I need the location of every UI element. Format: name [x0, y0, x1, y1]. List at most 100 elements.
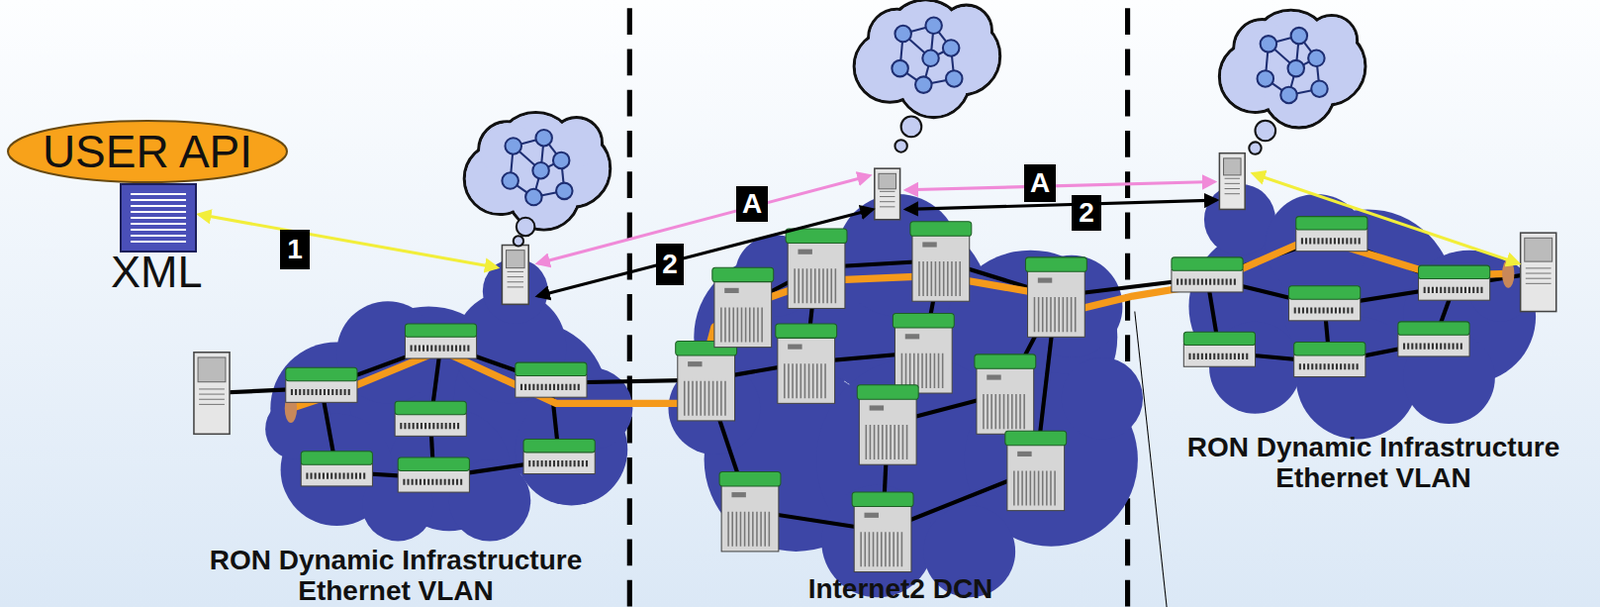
topology-vertex [553, 152, 570, 170]
switch-top [1005, 430, 1067, 445]
switch-top [974, 354, 1036, 369]
switch-ports [1403, 343, 1465, 350]
topology-vertex [1260, 35, 1278, 53]
switch-body [394, 413, 467, 437]
server-bay [878, 173, 897, 189]
switch-top [404, 323, 476, 337]
callout-number: 2 [1071, 194, 1102, 231]
topology-vertex [922, 50, 940, 68]
switch-slots [982, 393, 1028, 429]
document-line [130, 228, 187, 231]
switch-body [1028, 269, 1086, 337]
switch-slots [865, 424, 911, 460]
domain-label: RON Dynamic Infrastructure Ethernet VLAN [1155, 431, 1592, 493]
network-domain: Internet2 DCN [682, 207, 1119, 604]
switch-ports [1299, 363, 1361, 370]
server-vent [507, 285, 525, 287]
switch-top [910, 221, 972, 236]
switch-slots [901, 353, 946, 388]
document-icon [110, 182, 220, 254]
switch-body [1294, 354, 1366, 377]
server-vent [1224, 192, 1240, 194]
dcn-switch [675, 340, 738, 420]
server-vent [879, 205, 895, 207]
switch-ports [290, 388, 353, 395]
server-vent [1224, 188, 1240, 189]
controller-server [874, 168, 901, 220]
thought-bubble [901, 116, 923, 138]
server-vent [879, 195, 895, 197]
ethernet-switch [1289, 285, 1361, 321]
document-line [130, 192, 187, 195]
switch-body [285, 379, 358, 403]
switch-slots [727, 511, 772, 547]
thought-fill [869, 10, 925, 66]
domain-cloud [668, 193, 1144, 597]
end-host [1520, 232, 1557, 311]
callout-number: 1 [280, 229, 310, 270]
switch-body [1183, 344, 1255, 368]
topology-vertex [525, 188, 543, 206]
switch-ports [402, 478, 465, 485]
dcn-switch [1025, 257, 1087, 337]
server-vent [879, 190, 895, 192]
switch-led [787, 344, 802, 350]
switch-body [397, 469, 470, 492]
server-bay [506, 250, 526, 269]
switch-body [515, 374, 587, 397]
cloud-lobe [1061, 357, 1144, 440]
api-ellipse: USER API [5, 118, 289, 185]
switch-body [523, 451, 595, 474]
switch-top [300, 451, 373, 465]
switch-slots [1034, 296, 1079, 332]
signal-arrow [537, 208, 872, 296]
dcn-switch [785, 228, 848, 308]
server-case [501, 245, 529, 305]
document-line [130, 222, 187, 225]
switch-led [797, 249, 812, 255]
thought-bubble [1248, 141, 1261, 154]
topology-vertex [1280, 87, 1298, 104]
switch-top [856, 384, 919, 399]
switch-ports [410, 345, 472, 352]
topology-vertex [535, 129, 553, 147]
cloud-lobe [1403, 331, 1496, 424]
server-case [1520, 232, 1557, 311]
server-vent [198, 403, 225, 405]
server-case [874, 168, 901, 220]
switch-top [397, 457, 470, 471]
switch-body [1418, 278, 1491, 301]
signal-arrow [198, 214, 497, 269]
switch-body [721, 483, 779, 552]
switch-led [869, 404, 884, 410]
switch-top [1398, 321, 1470, 335]
switch-led [731, 491, 746, 497]
switch-top [1289, 285, 1361, 299]
ethernet-switch [1418, 265, 1491, 300]
controller-server [501, 245, 529, 305]
server-bay [197, 357, 226, 382]
switch-led [724, 287, 739, 293]
switch-body [787, 240, 846, 308]
switch-top [775, 323, 838, 338]
signal-arrow [906, 182, 1215, 190]
dcn-switch [719, 470, 781, 551]
switch-body [300, 463, 373, 486]
ethernet-switch [1183, 331, 1255, 367]
node-label: XML [110, 249, 203, 294]
server-vent [1224, 178, 1240, 180]
topology-vertex [1288, 60, 1306, 78]
callout-number: A [736, 186, 768, 222]
switch-ports [520, 383, 582, 390]
document-line [130, 234, 187, 237]
switch-body [677, 353, 736, 421]
topology-vertex [556, 183, 573, 200]
ethernet-switch [523, 438, 595, 473]
network-domain: RON Dynamic Infrastructure Ethernet VLAN [168, 232, 624, 606]
ethernet-switch [1294, 341, 1366, 377]
signal-arrow [537, 175, 869, 264]
dcn-switch [775, 323, 838, 403]
domain-boundary [1125, 7, 1130, 607]
server-vent [1525, 267, 1552, 269]
topology-vertex [501, 172, 519, 189]
